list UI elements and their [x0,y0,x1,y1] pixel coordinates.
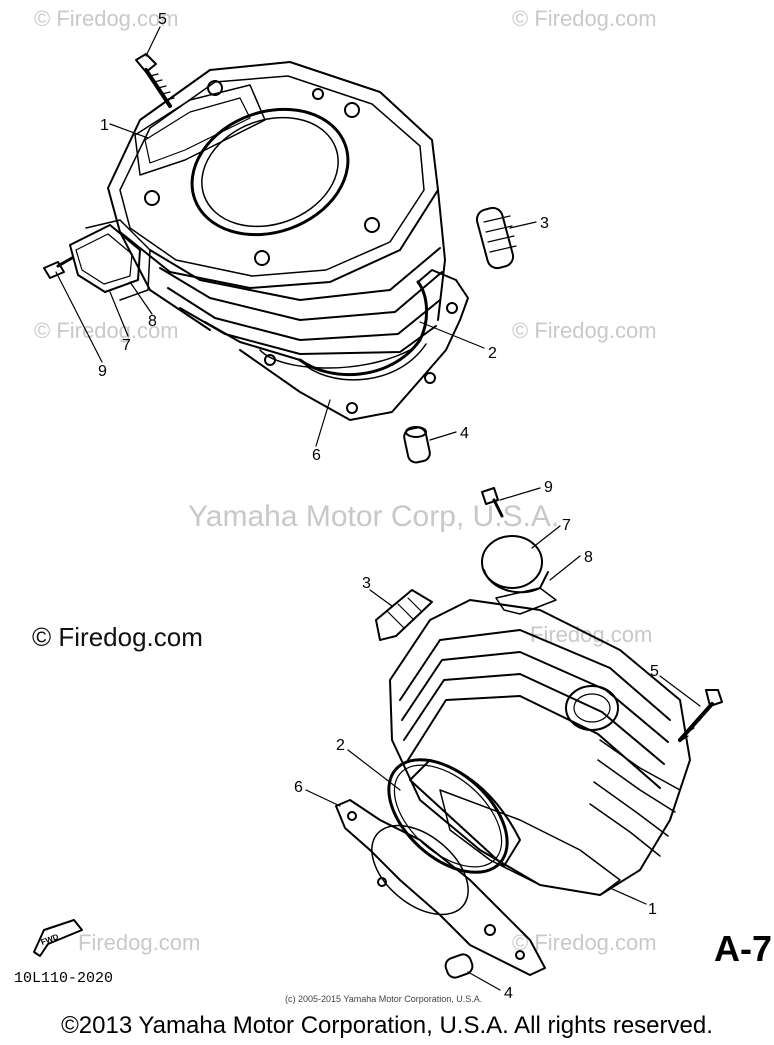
fwd-arrow-icon [33,919,83,957]
callout-bottom-1: 1 [648,901,657,918]
bottom-base-gasket [335,799,546,976]
callout-bottom-6: 6 [294,779,303,796]
bottom-bolt [678,689,723,742]
callout-top-2: 2 [488,345,497,362]
small-copyright: (c) 2005-2015 Yamaha Motor Corporation, … [285,994,483,1004]
callout-bottom-2: 2 [336,737,345,754]
watermark-center-left: © Firedog.com [32,622,203,652]
bottom-dowel [375,589,433,641]
callout-bottom-4: 4 [504,985,513,1002]
watermark-top-left: © Firedog.com [34,6,179,31]
callout-top-9: 9 [98,363,107,380]
bottom-cylinder [389,599,691,896]
bottom-cover-assembly [481,487,557,615]
callout-top-3: 3 [540,215,549,232]
callout-top-6: 6 [312,447,321,464]
callout-bottom-3: 3 [362,575,371,592]
callout-bottom-7: 7 [562,517,571,534]
watermark-mid-left: © Firedog.com [34,318,179,343]
footer-copyright: ©2013 Yamaha Motor Corporation, U.S.A. A… [61,1012,713,1039]
top-bolt [135,53,175,108]
callout-top-7: 7 [122,337,131,354]
callout-top-5: 5 [158,11,167,28]
callout-bottom-5: 5 [650,663,659,680]
top-o-ring [298,280,428,381]
diagram-code: 10L110-2020 [14,970,114,987]
page-reference: A-7 [713,928,772,969]
top-dowel [475,206,517,270]
callout-top-8: 8 [148,313,157,330]
bottom-dowel-pin [444,953,474,979]
watermark-top-right: © Firedog.com [512,6,657,31]
top-cover-assembly [43,219,151,301]
callout-top-4: 4 [460,425,469,442]
callout-bottom-9: 9 [544,479,553,496]
watermark-bottom-left: Firedog.com [78,930,201,955]
top-base-gasket [239,269,469,421]
callout-bottom-8: 8 [584,549,593,566]
watermark-mid-right: © Firedog.com [512,318,657,343]
top-dowel-pin [403,426,431,464]
callout-top-1: 1 [100,117,109,134]
top-cylinder [107,61,446,369]
